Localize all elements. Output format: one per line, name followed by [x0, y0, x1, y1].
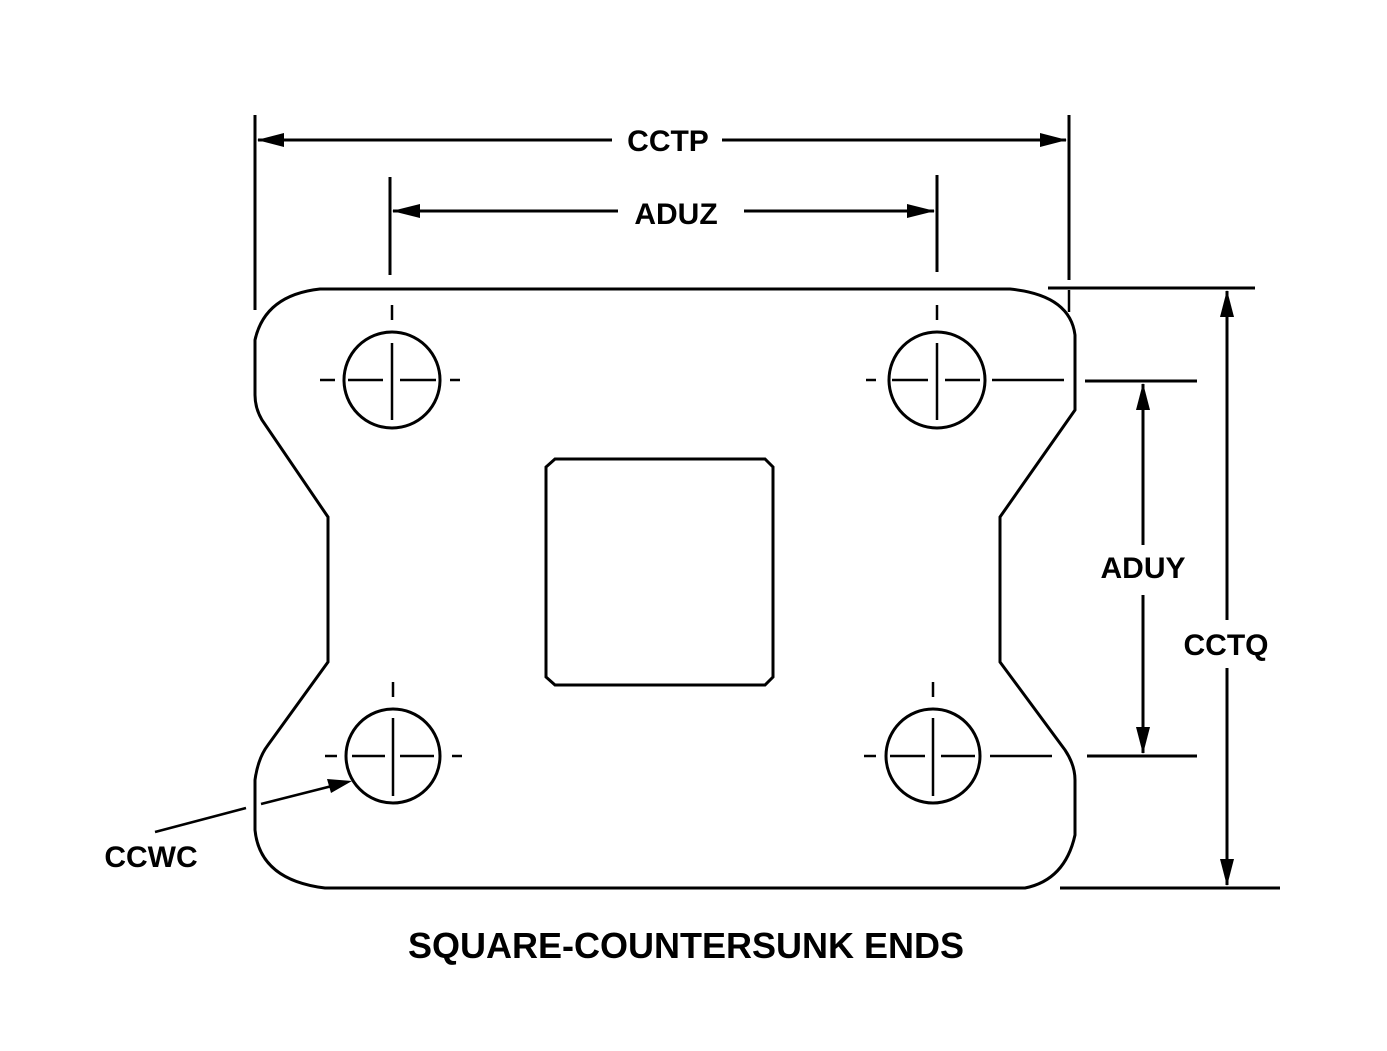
arrowhead-down: [1220, 859, 1234, 886]
arrowhead-up: [1136, 383, 1150, 410]
arrowhead-left: [392, 204, 420, 218]
callout-ccwc: CCWC: [104, 779, 352, 874]
arrowhead-up: [1220, 290, 1234, 317]
arrowhead-left: [257, 133, 284, 147]
leader-arrowhead: [327, 779, 352, 793]
dimension-cctq: CCTQ: [1048, 286, 1280, 890]
arrowhead-down: [1136, 727, 1150, 754]
dimension-label-cctq: CCTQ: [1184, 629, 1269, 662]
square-opening: [544, 457, 775, 687]
dimension-aduz: ADUZ: [388, 175, 939, 275]
drawing-title: SQUARE-COUNTERSUNK ENDS: [408, 925, 964, 966]
hole-top-right: [866, 305, 1064, 430]
arrowhead-right: [907, 204, 935, 218]
callout-label-ccwc: CCWC: [104, 841, 197, 874]
dimension-label-cctp: CCTP: [627, 125, 709, 158]
dimension-label-aduy: ADUY: [1100, 552, 1185, 585]
dimension-cctp: CCTP: [253, 115, 1071, 312]
hole-bottom-left: [325, 682, 462, 805]
dimension-aduy: ADUY: [1085, 379, 1197, 758]
arrowhead-right: [1040, 133, 1067, 147]
dimension-label-aduz: ADUZ: [634, 198, 717, 231]
hole-top-left: [320, 305, 460, 430]
plate-outline: [253, 287, 1077, 890]
hole-bottom-right: [864, 682, 1052, 805]
